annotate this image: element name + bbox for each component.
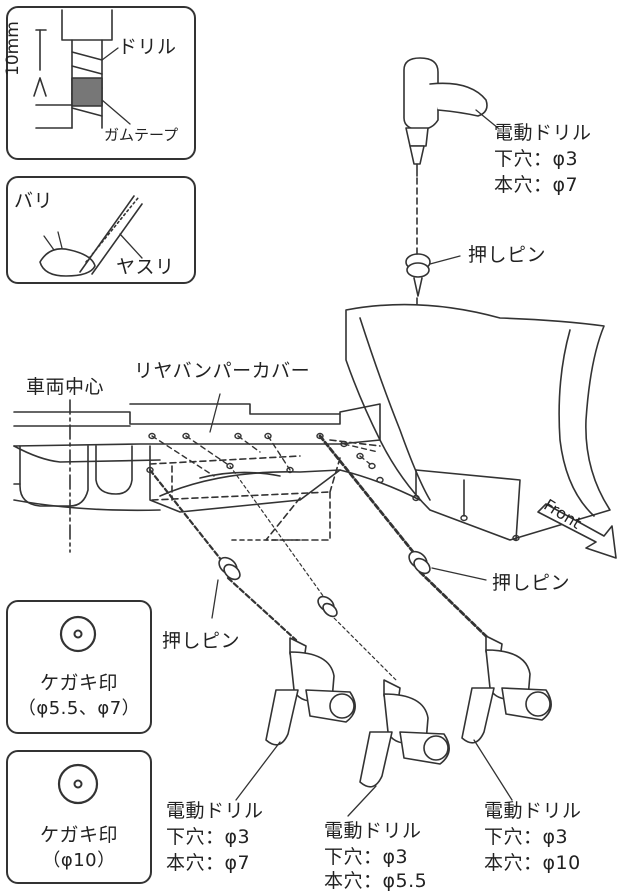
drill-top-art — [403, 57, 499, 177]
drill-left-title: 電動ドリル — [166, 800, 264, 822]
mark-a-title: ケガキ印 — [39, 672, 118, 694]
drill-right-art — [461, 635, 552, 744]
mark-box-a: ケガキ印 （φ5.5、φ7） — [6, 600, 152, 734]
drill-right-main: 本穴：φ10 — [484, 852, 581, 874]
mark-b-spec: （φ10） — [42, 850, 116, 871]
mark-circle-a-icon — [59, 615, 97, 653]
drill-left-pilot: 下穴：φ3 — [166, 826, 251, 848]
pin-right-label: 押しピン — [492, 572, 571, 594]
hole-marks — [146, 432, 520, 542]
pin-lower-art — [218, 550, 431, 618]
burr-label: バリ — [14, 190, 54, 212]
cover-label: リヤバンパーカバー — [134, 360, 311, 382]
drill-left-art — [265, 637, 356, 746]
drill-top-pilot: 下穴：φ3 — [494, 148, 579, 170]
bumper-art — [13, 303, 611, 541]
mark-a-spec: （φ5.5、φ7） — [17, 698, 141, 719]
tape-label: ガムテープ — [104, 126, 179, 144]
file-label: ヤスリ — [116, 256, 175, 278]
pin-top-art — [405, 253, 461, 297]
pin-left-label: 押しピン — [162, 630, 241, 652]
mark-b-title: ケガキ印 — [39, 824, 118, 846]
drill-right-pilot: 下穴：φ3 — [484, 826, 569, 848]
drill-mid-title: 電動ドリル — [324, 820, 422, 842]
tape-drill-label: ドリル — [118, 36, 177, 58]
mark-box-b: ケガキ印 （φ10） — [6, 750, 152, 884]
front-arrow — [537, 503, 617, 559]
drill-top-main: 本穴：φ7 — [494, 174, 579, 196]
pin-top-label: 押しピン — [468, 244, 547, 266]
drill-mid-pilot: 下穴：φ3 — [324, 846, 409, 868]
drill-mid-art — [359, 679, 450, 788]
drill-right-title: 電動ドリル — [484, 800, 582, 822]
drill-left-main: 本穴：φ7 — [166, 852, 251, 874]
tape-dim-label: 10mm — [3, 21, 23, 76]
drill-top-title: 電動ドリル — [494, 122, 592, 144]
center-label: 車両中心 — [26, 376, 105, 398]
mark-circle-b-icon — [57, 763, 99, 805]
drill-mid-main: 本穴：φ5.5 — [324, 870, 428, 892]
